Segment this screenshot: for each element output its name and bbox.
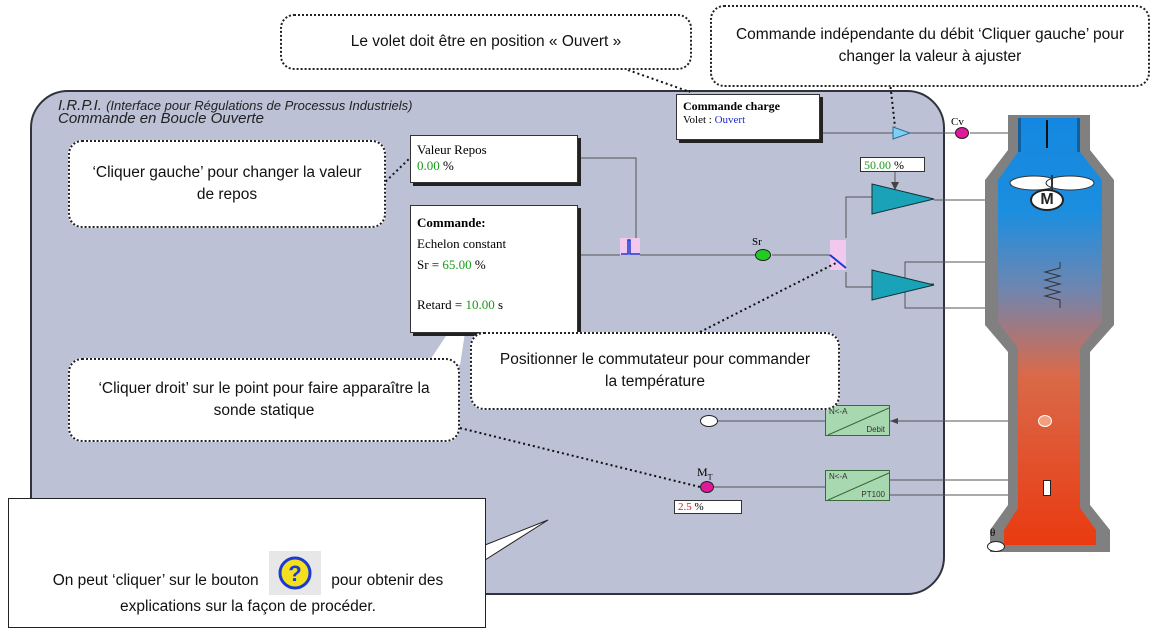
help-button[interactable]: ? bbox=[268, 551, 321, 595]
svg-text:?: ? bbox=[288, 561, 301, 586]
app-title-sub: (Interface pour Régulations de Processus… bbox=[106, 98, 413, 113]
sr-value: 65.00 bbox=[442, 257, 472, 272]
arrowhead bbox=[891, 182, 899, 190]
damper-actuator bbox=[892, 126, 912, 140]
callout-commutateur: Positionner le commutateur pour commande… bbox=[470, 332, 840, 410]
temperature-probe-point[interactable] bbox=[700, 481, 714, 493]
converter-debit-bottom: Debit bbox=[866, 425, 885, 434]
converter-debit-top: N<-A bbox=[829, 407, 848, 416]
converter-pt100-bottom: PT100 bbox=[861, 490, 885, 499]
callout-help: On peut ‘cliquer’ sur le bouton ? pour o… bbox=[8, 498, 486, 628]
retard-label: Retard = bbox=[417, 297, 463, 312]
fan-blades bbox=[1009, 120, 1095, 192]
charge-command-title: Commande charge bbox=[683, 99, 780, 113]
furnace-shape bbox=[985, 115, 1114, 552]
sr-probe-point[interactable] bbox=[755, 249, 771, 261]
step-signal-icon bbox=[620, 238, 640, 255]
converter-debit: N<-A Debit bbox=[825, 405, 890, 436]
flow-setpoint-value: 50.00 bbox=[864, 158, 891, 172]
temperature-value: 2.5 bbox=[678, 501, 692, 513]
callout-volet: Le volet doit être en position « Ouvert … bbox=[280, 14, 692, 70]
motor-icon: M bbox=[1030, 189, 1064, 211]
help-text-after: pour obtenir des explications sur la faç… bbox=[120, 572, 444, 615]
retard-unit: s bbox=[497, 297, 504, 312]
flow-setpoint-field[interactable]: 50.00 % bbox=[860, 157, 925, 172]
temperature-field: 2.5 % bbox=[674, 500, 742, 514]
flow-setpoint-unit: % bbox=[894, 158, 904, 172]
converter-pt100-top: N<-A bbox=[829, 472, 848, 481]
command-title: Commande: bbox=[417, 215, 486, 230]
theta-label: θ bbox=[990, 527, 996, 539]
callout-repos: ‘Cliquer gauche’ pour changer la valeur … bbox=[68, 140, 386, 228]
mode-title: Commande en Boucle Ouverte bbox=[58, 110, 264, 127]
sr-unit: % bbox=[474, 257, 486, 272]
cv-label: Cv bbox=[951, 116, 964, 128]
amplifier-heater bbox=[871, 269, 935, 301]
question-mark-icon: ? bbox=[278, 556, 312, 590]
rest-value-value: 0.00 bbox=[417, 158, 440, 173]
app-title-main: I.R.P.I. bbox=[58, 97, 102, 114]
converter-pt100: N<-A PT100 bbox=[825, 470, 890, 501]
theta-probe-point[interactable] bbox=[987, 541, 1005, 552]
cv-probe-point[interactable] bbox=[955, 127, 969, 139]
rest-value-box[interactable]: Valeur Repos 0.00 % bbox=[410, 135, 578, 183]
flow-sensor bbox=[1038, 415, 1052, 427]
charge-command-box[interactable]: Commande charge Volet : Ouvert bbox=[676, 94, 820, 140]
mt-label: MT bbox=[697, 465, 713, 481]
callout-debit: Commande indépendante du débit ‘Cliquer … bbox=[710, 5, 1150, 87]
amplifier-flow bbox=[871, 183, 935, 215]
mt-label-main: M bbox=[697, 465, 708, 479]
arrowhead bbox=[890, 418, 898, 424]
volet-value: Ouvert bbox=[714, 114, 746, 126]
temperature-unit: % bbox=[694, 501, 704, 513]
callout-sonde: ‘Cliquer droit’ sur le point pour faire … bbox=[68, 358, 460, 442]
help-text-before: On peut ‘cliquer’ sur le bouton bbox=[52, 572, 259, 589]
switch-icon bbox=[829, 240, 847, 270]
volet-label: Volet : bbox=[683, 114, 712, 126]
heater-coil bbox=[1043, 262, 1062, 308]
rest-value-label: Valeur Repos bbox=[417, 142, 487, 157]
rest-value-unit: % bbox=[443, 158, 454, 173]
command-type: Echelon constant bbox=[417, 236, 507, 251]
pt100-sensor-icon bbox=[1043, 480, 1051, 496]
app-title: I.R.P.I. (Interface pour Régulations de … bbox=[58, 97, 412, 114]
mt-label-sub: T bbox=[707, 472, 713, 482]
retard-value: 10.00 bbox=[465, 297, 495, 312]
sr-point-label: Sr bbox=[752, 236, 762, 248]
flow-probe-point[interactable] bbox=[700, 415, 718, 427]
command-box[interactable]: Commande: Echelon constant Sr = 65.00 % … bbox=[410, 205, 578, 333]
sr-label: Sr = bbox=[417, 257, 440, 272]
